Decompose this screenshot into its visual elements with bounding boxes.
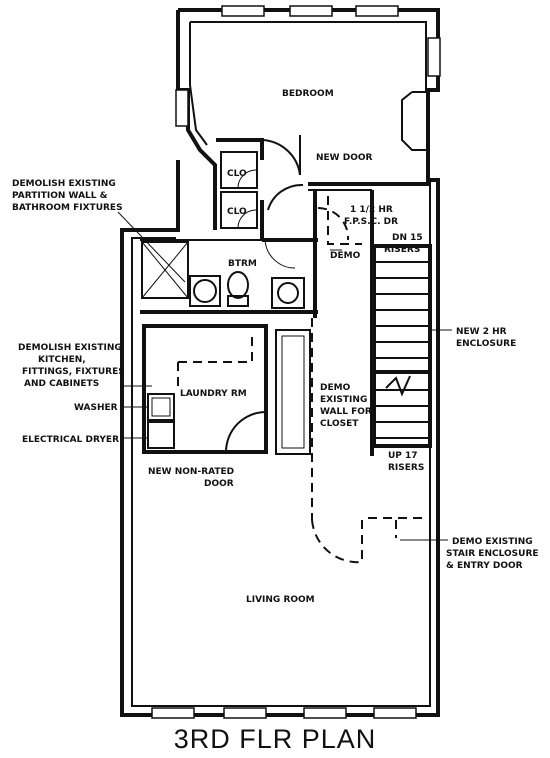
note-up-line-2: RISERS bbox=[388, 463, 424, 473]
room-label-bathroom: BTRM bbox=[228, 259, 257, 269]
room-label-laundry: LAUNDRY RM bbox=[180, 389, 247, 399]
note-washer: WASHER bbox=[74, 403, 118, 413]
note-demolish-partition-line-1: DEMOLISH EXISTING bbox=[12, 179, 116, 189]
note-fpsc-line-1: 1 1/2 HR bbox=[350, 205, 393, 215]
note-down-line-2: RISERS bbox=[384, 245, 420, 255]
note-enclosure-line-1: NEW 2 HR bbox=[456, 327, 507, 337]
note-demolish-kitchen-line-4: AND CABINETS bbox=[24, 379, 99, 389]
note-down-line-1: DN 15 bbox=[392, 233, 423, 243]
note-demolish-kitchen-line-2: KITCHEN, bbox=[38, 355, 86, 365]
room-label-bedroom: BEDROOM bbox=[282, 89, 334, 99]
note-demolish-partition-line-3: BATHROOM FIXTURES bbox=[12, 203, 123, 213]
room-label-closet-2: CLO bbox=[227, 207, 247, 217]
room-label-living-room: LIVING ROOM bbox=[246, 595, 315, 605]
note-demo-stair-line-2: STAIR ENCLOSURE bbox=[446, 549, 539, 559]
note-demo-wall-line-4: CLOSET bbox=[320, 419, 359, 429]
note-demo-wall-line-1: DEMO bbox=[320, 383, 351, 393]
note-enclosure-line-2: ENCLOSURE bbox=[456, 339, 516, 349]
note-new-door: NEW DOOR bbox=[316, 153, 373, 163]
note-demolish-kitchen-line-1: DEMOLISH EXISTING bbox=[18, 343, 122, 353]
plan-title: 3RD FLR PLAN bbox=[174, 724, 377, 754]
note-demo-stair-line-3: & ENTRY DOOR bbox=[446, 561, 523, 571]
note-demo-wall-line-2: EXISTING bbox=[320, 395, 367, 405]
interior-walls bbox=[117, 135, 452, 565]
note-electrical-dryer: ELECTRICAL DRYER bbox=[22, 435, 119, 445]
note-demolish-partition-line-2: PARTITION WALL & bbox=[12, 191, 108, 201]
note-up-line-1: UP 17 bbox=[388, 451, 418, 461]
note-demo-wall-line-3: WALL FOR bbox=[320, 407, 372, 417]
note-demo-stair-line-1: DEMO EXISTING bbox=[452, 537, 533, 547]
room-label-closet-1: CLO bbox=[227, 169, 247, 179]
note-fpsc-line-2: F.P.S.C. DR bbox=[344, 217, 398, 227]
note-non-rated-door-line-2: DOOR bbox=[204, 479, 234, 489]
windows bbox=[151, 5, 441, 719]
note-demolish-kitchen-line-3: FITTINGS, FIXTURES bbox=[22, 367, 125, 377]
note-demo: DEMO bbox=[330, 251, 361, 261]
note-non-rated-door-line-1: NEW NON-RATED bbox=[148, 467, 234, 477]
